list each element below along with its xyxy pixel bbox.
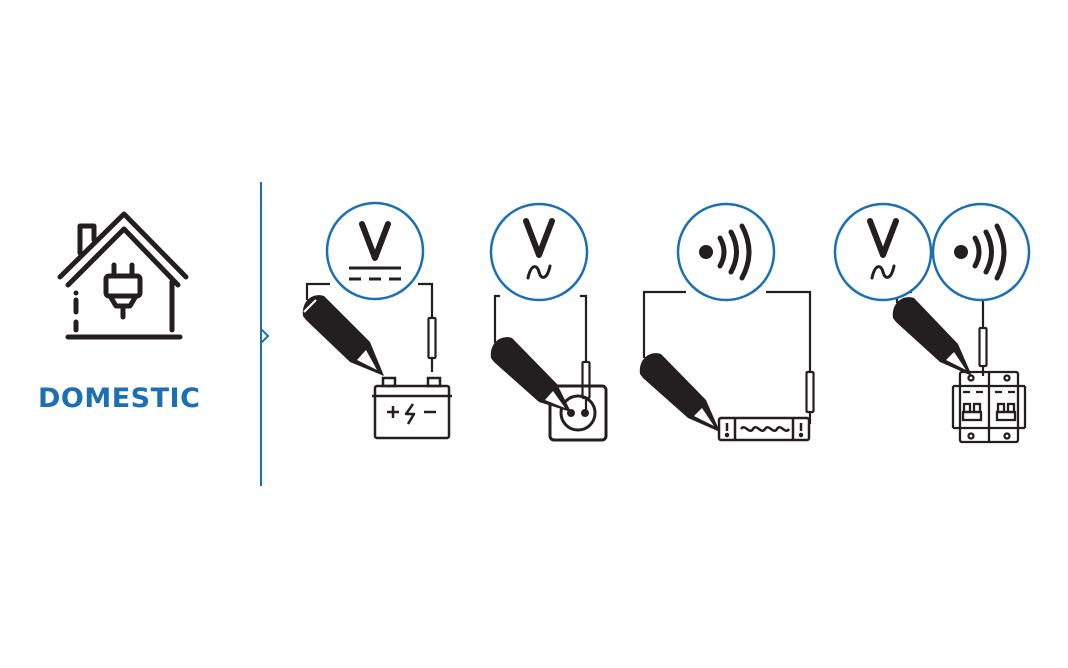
socket-icon [548, 384, 608, 442]
test-ac-voltage-socket [489, 202, 608, 442]
mode-bubble-continuity [676, 202, 776, 302]
mode-bubble-dc-voltage [325, 201, 425, 301]
test-pen-icon [892, 297, 972, 376]
test-dc-voltage-battery [302, 201, 452, 440]
fuse-icon [717, 416, 811, 442]
circuit-breaker-icon [951, 370, 1027, 444]
continuity-icon [699, 223, 752, 281]
test-pen-icon [639, 353, 720, 432]
category-label: DOMESTIC [38, 383, 201, 414]
divider-line [260, 182, 262, 486]
mode-bubble-ac-voltage [833, 202, 933, 302]
continuity-icon [954, 223, 1007, 281]
test-pen-icon [302, 295, 384, 376]
test-probe [978, 326, 988, 376]
mode-bubble-ac-voltage [489, 202, 589, 302]
test-continuity-fuse [639, 202, 815, 442]
test-ac-voltage-continuity-breaker [833, 202, 1031, 444]
test-probe [805, 370, 815, 424]
test-pen-icon [490, 337, 571, 412]
test-probe [427, 316, 437, 372]
mode-bubble-continuity [931, 202, 1031, 302]
battery-icon [372, 376, 452, 440]
divider-notch [261, 329, 270, 343]
